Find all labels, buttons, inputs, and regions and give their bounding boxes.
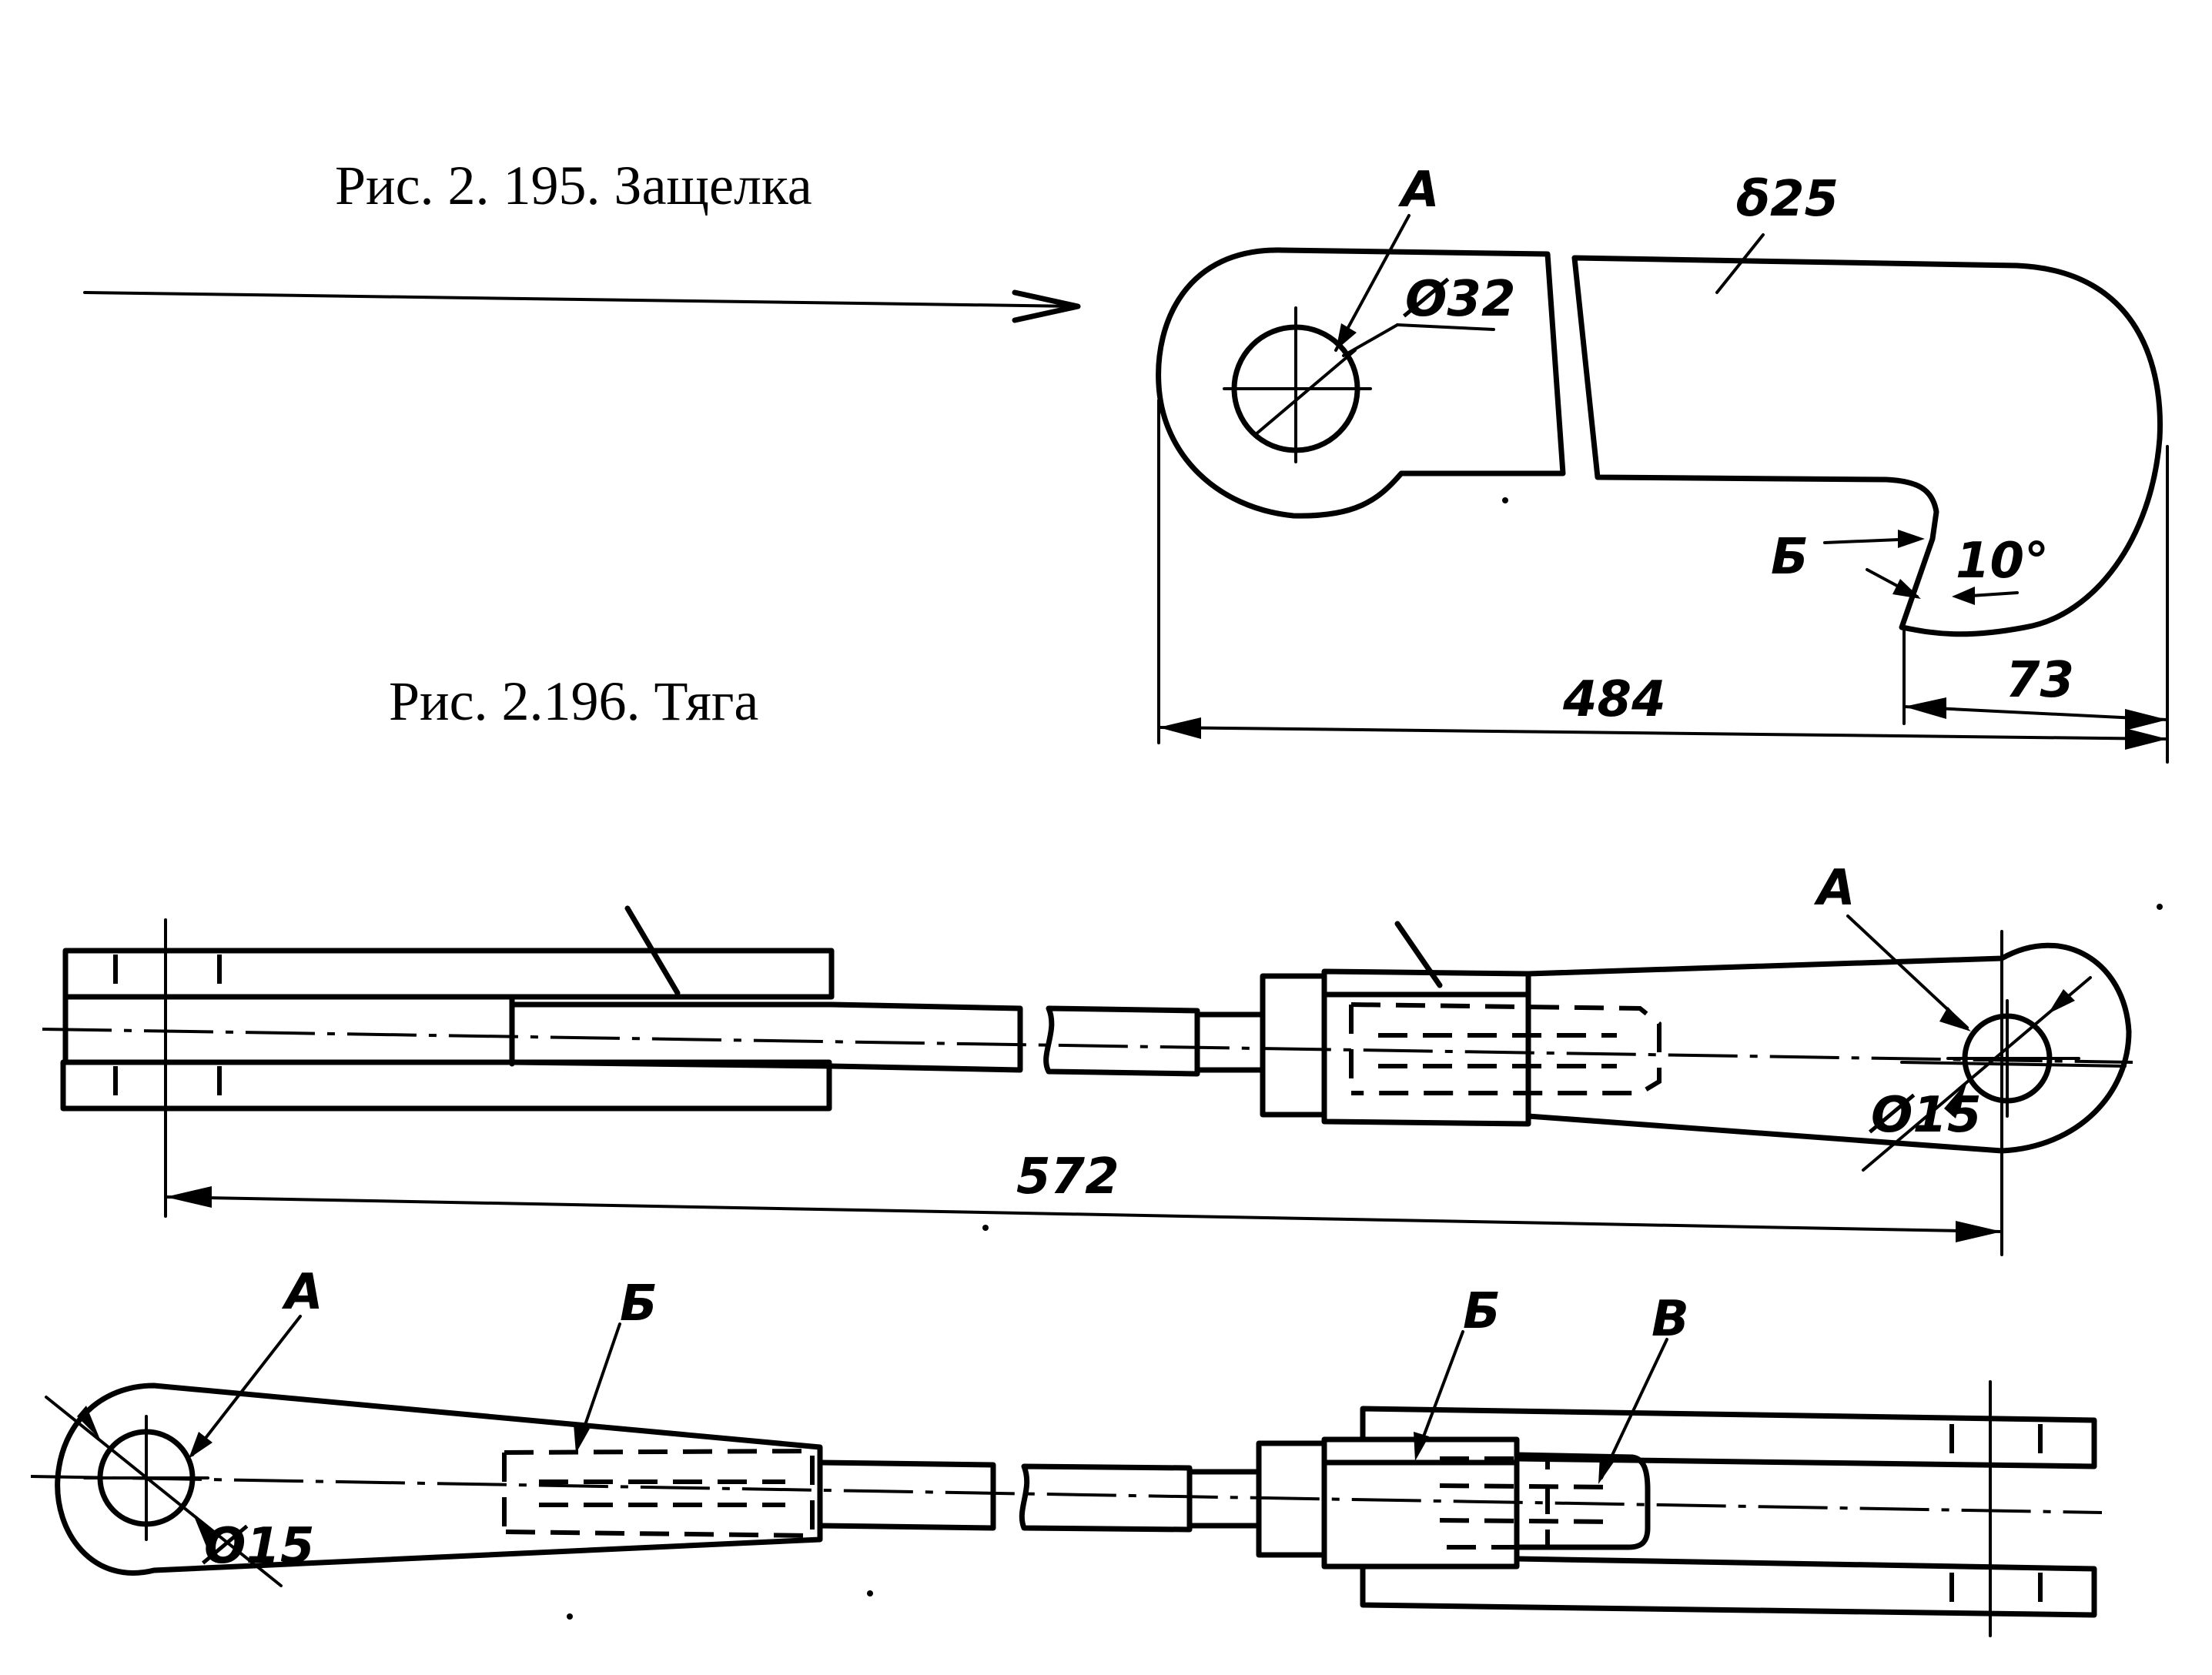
latch-length-73: 73 [2006,652,2074,709]
caption-pointer-arrow [83,289,1081,323]
caption-fig-196: Рис. 2.196. Тяга [389,670,758,732]
rod-top-view: А Ø15 572 [42,860,2133,1256]
rod-bottom-view: А Ø15 Б Б В [30,1264,2103,1637]
latch-drawing: А Ø32 δ25 Б 10° 484 73 [1156,162,2169,764]
latch-hole-diameter: Ø32 [1403,271,1515,328]
latch-thickness: δ25 [1736,171,1839,228]
rod-top-fork-prong-lower [60,1059,832,1112]
rod-bottom-label-b2: Б [1463,1283,1501,1340]
latch-length-484: 484 [1562,671,1666,728]
caption-fig-195: Рис. 2. 195. Защелка [335,155,812,216]
rod-top-hole-diameter: Ø15 [1869,1087,1981,1144]
latch-angle: 10° [1956,533,2049,590]
latch-label-b: Б [1771,529,1809,586]
rod-bottom-label-v: В [1651,1291,1689,1348]
latch-eye-outline [1156,247,1566,519]
latch-label-a: А [1397,162,1440,219]
rod-bottom-hole-diameter: Ø15 [202,1518,314,1575]
rod-top-label-a: А [1813,860,1856,917]
latch-hook-outline [1571,255,2163,637]
rod-length-572: 572 [1016,1148,1119,1205]
rod-bottom-label-a: А [281,1264,323,1321]
rod-top-fork-prong-upper [62,948,835,1000]
rod-bottom-label-b1: Б [620,1275,658,1332]
